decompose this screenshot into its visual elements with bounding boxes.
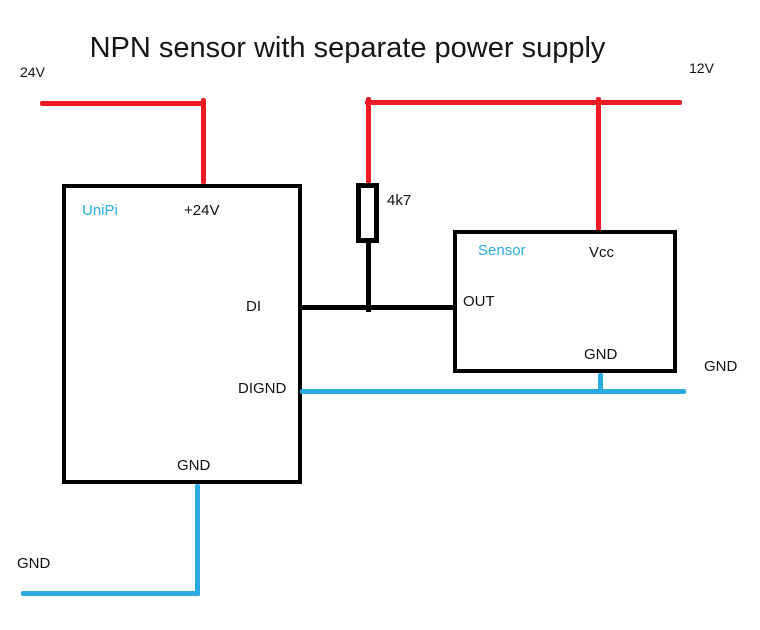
wire-sensor-gnd-stub xyxy=(598,373,603,393)
unipi-pin-di-label: DI xyxy=(246,298,261,315)
unipi-box xyxy=(62,184,302,484)
wire-di-out xyxy=(300,305,455,310)
sensor-pin-out-label: OUT xyxy=(463,293,495,310)
resistor-body xyxy=(356,183,379,243)
wire-gnd-vertical xyxy=(195,484,200,596)
supply-24v-label: 24V xyxy=(20,64,45,80)
wire-12v-vcc-vertical xyxy=(596,97,601,232)
sensor-box xyxy=(453,230,677,373)
resistor-value-label: 4k7 xyxy=(387,192,412,209)
unipi-pin-dignd-label: DIGND xyxy=(238,380,287,397)
ground-right-label: GND xyxy=(704,358,738,375)
ground-bottom-left-label: GND xyxy=(17,555,51,572)
sensor-name-label: Sensor xyxy=(478,242,526,259)
wire-dignd-horizontal xyxy=(300,389,686,394)
wire-gnd-horizontal xyxy=(21,591,200,596)
unipi-pin-gnd-label: GND xyxy=(177,457,211,474)
unipi-pin-24v-label: +24V xyxy=(184,202,220,219)
unipi-name-label: UniPi xyxy=(82,202,118,219)
supply-12v-label: 12V xyxy=(689,60,714,76)
sensor-pin-gnd-label: GND xyxy=(584,346,618,363)
wire-24v-horizontal xyxy=(40,101,206,106)
wire-12v-horizontal xyxy=(365,100,682,105)
wire-24v-vertical xyxy=(201,98,206,184)
wire-resistor-leg xyxy=(366,243,371,312)
wire-12v-resistor-vertical xyxy=(366,97,371,186)
sensor-pin-vcc-label: Vcc xyxy=(589,244,615,261)
diagram-title: NPN sensor with separate power supply xyxy=(89,32,606,64)
